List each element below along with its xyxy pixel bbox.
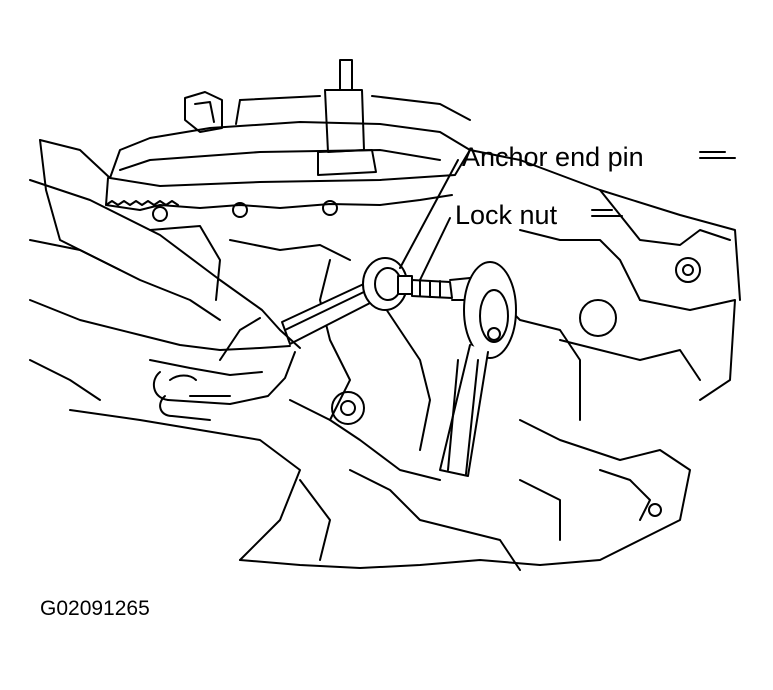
open-end-wrench xyxy=(281,257,408,345)
lock-nut-label: Lock nut xyxy=(455,200,558,230)
leader-lines xyxy=(399,151,736,281)
lock-nut-and-pin xyxy=(397,275,473,301)
technician-hand xyxy=(29,179,301,421)
figure-code: G02091265 xyxy=(40,597,150,620)
anchor-end-pin-label: Anchor end pin xyxy=(462,142,644,172)
transmission-case xyxy=(29,59,741,571)
ratchet-wrench xyxy=(439,261,517,477)
